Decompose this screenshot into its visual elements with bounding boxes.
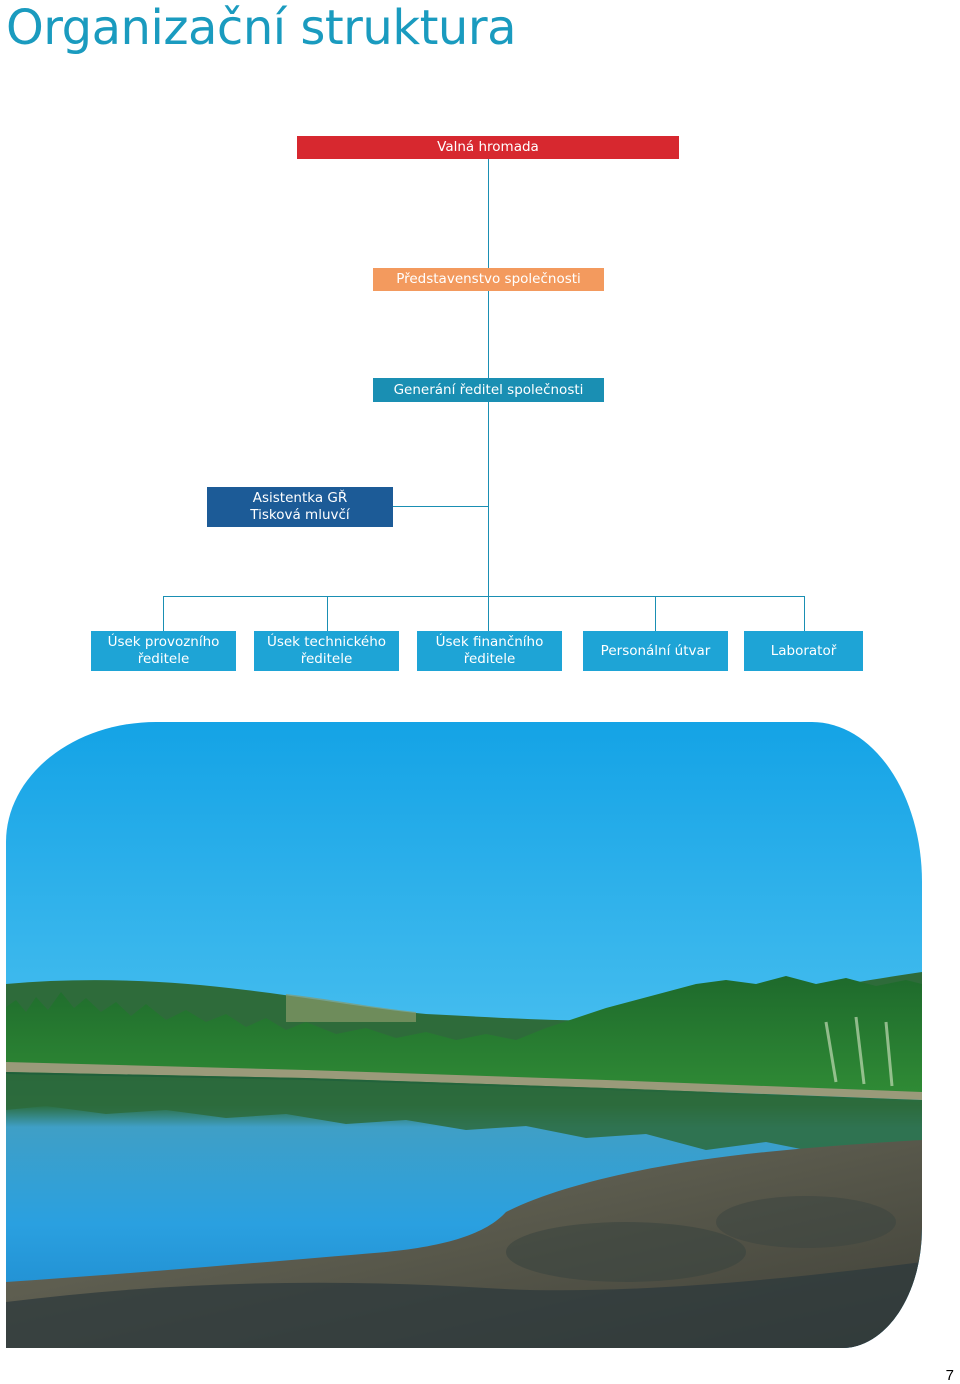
box-label-line2: ředitele xyxy=(300,651,353,667)
page-title: Organizační struktura xyxy=(6,0,517,56)
box-label-line1: Úsek technického xyxy=(266,634,387,650)
connector-divisions-horizontal xyxy=(163,596,805,597)
box-valna-hromada: Valná hromada xyxy=(297,136,679,159)
page-number: 7 xyxy=(945,1367,954,1384)
box-laborator: Laboratoř xyxy=(744,631,863,671)
box-personalni-utvar: Personální útvar xyxy=(583,631,728,671)
connector-division-1 xyxy=(163,596,164,631)
box-label: Personální útvar xyxy=(600,642,711,659)
connector-division-5 xyxy=(804,596,805,631)
box-label-line2: ředitele xyxy=(463,651,516,667)
box-label: Představenstvo společnosti xyxy=(396,271,581,287)
box-usek-technickeho: Úsek technického ředitele xyxy=(254,631,399,671)
box-usek-provozniho: Úsek provozního ředitele xyxy=(91,631,236,671)
connector-division-4 xyxy=(655,596,656,631)
connector-main-vertical xyxy=(488,159,489,596)
box-label-line1: Asistentka GŘ xyxy=(252,490,348,506)
box-label-line1: Úsek provozního xyxy=(107,634,220,650)
box-predstavenstvo: Představenstvo společnosti xyxy=(373,268,604,291)
lake-landscape-illustration xyxy=(6,722,922,1348)
box-asistentka: Asistentka GŘ Tisková mluvčí xyxy=(207,487,393,527)
connector-division-3 xyxy=(488,596,489,631)
connector-assistant-horizontal xyxy=(392,506,489,507)
box-label: Generání ředitel společnosti xyxy=(393,381,584,398)
box-usek-financniho: Úsek finančního ředitele xyxy=(417,631,562,671)
connector-division-2 xyxy=(327,596,328,631)
box-label-line2: Tisková mluvčí xyxy=(250,507,350,523)
box-label: Laboratoř xyxy=(770,642,837,659)
box-generalni-reditel: Generání ředitel společnosti xyxy=(373,378,604,402)
box-label: Valná hromada xyxy=(437,139,539,155)
box-label-line2: ředitele xyxy=(137,651,190,667)
box-label-line1: Úsek finančního xyxy=(435,634,544,650)
lake-landscape-photo xyxy=(6,722,922,1348)
